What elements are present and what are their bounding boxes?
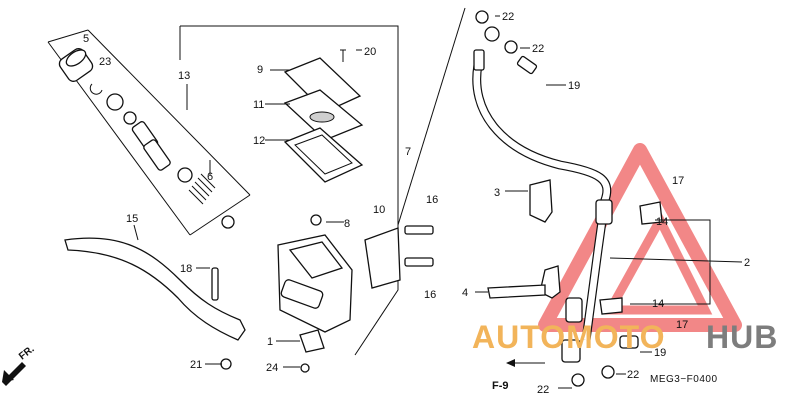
watermark-text-part2: HUB [706, 319, 778, 355]
callout-23: 23 [99, 56, 111, 68]
watermark-text: AUTOMOTO HUB [472, 319, 778, 355]
callout-7: 7 [405, 146, 411, 158]
callout-1: 1 [267, 336, 273, 348]
section-arrow-icon [506, 359, 545, 367]
reservoir-cap-parts [283, 49, 364, 183]
hose-clamps [487, 179, 663, 315]
piston-kit-frame [47, 29, 251, 236]
diagram-code: MEG3−F0400 [650, 374, 718, 385]
callout-4: 4 [462, 287, 468, 299]
callout-14b: 14 [652, 298, 664, 310]
callout-12: 12 [253, 135, 265, 147]
callout-18: 18 [180, 263, 192, 275]
brake-hose [472, 10, 639, 387]
callout-10: 10 [373, 204, 385, 216]
watermark-logo [538, 143, 742, 332]
leader-lines [133, 15, 652, 389]
callout-3: 3 [494, 187, 500, 199]
callout-20: 20 [364, 46, 376, 58]
direction-arrow-icon [2, 362, 26, 386]
callout-21: 21 [190, 359, 202, 371]
holder-parts [310, 214, 434, 289]
callout-15: 15 [126, 213, 138, 225]
callout-2: 2 [744, 257, 750, 269]
callout-5: 5 [83, 33, 89, 45]
callout-19a: 19 [568, 80, 580, 92]
callout-22a: 22 [502, 11, 514, 23]
callout-labels: 5231361518219201112781016161242222193171… [83, 11, 750, 396]
pivot-bolt [211, 267, 219, 301]
leader-7 [397, 7, 466, 226]
callout-22b: 22 [532, 43, 544, 55]
lever-nut [220, 358, 232, 370]
leader-14 [630, 219, 711, 305]
leader-2 [609, 257, 743, 263]
callout-17a: 17 [672, 175, 684, 187]
watermark-text-part1: AUTOMOTO [472, 319, 665, 355]
callout-6: 6 [207, 171, 213, 183]
callout-19b: 19 [654, 347, 666, 359]
direction-label: FR. [17, 344, 37, 363]
callout-16a: 16 [426, 194, 438, 206]
callout-13: 13 [178, 70, 190, 82]
callout-11: 11 [253, 99, 264, 111]
callout-17b: 17 [676, 319, 688, 331]
callout-24: 24 [266, 362, 278, 374]
callout-22d: 22 [537, 384, 549, 396]
section-reference: F-9 [492, 380, 509, 392]
brake-lever [64, 237, 246, 341]
callout-9: 9 [257, 64, 263, 76]
callout-14a: 14 [656, 216, 668, 228]
callout-16b: 16 [424, 289, 436, 301]
master-cylinder-body [277, 234, 353, 373]
piston-kit-parts [58, 48, 235, 229]
callout-22c: 22 [627, 369, 639, 381]
callout-8: 8 [344, 218, 350, 230]
